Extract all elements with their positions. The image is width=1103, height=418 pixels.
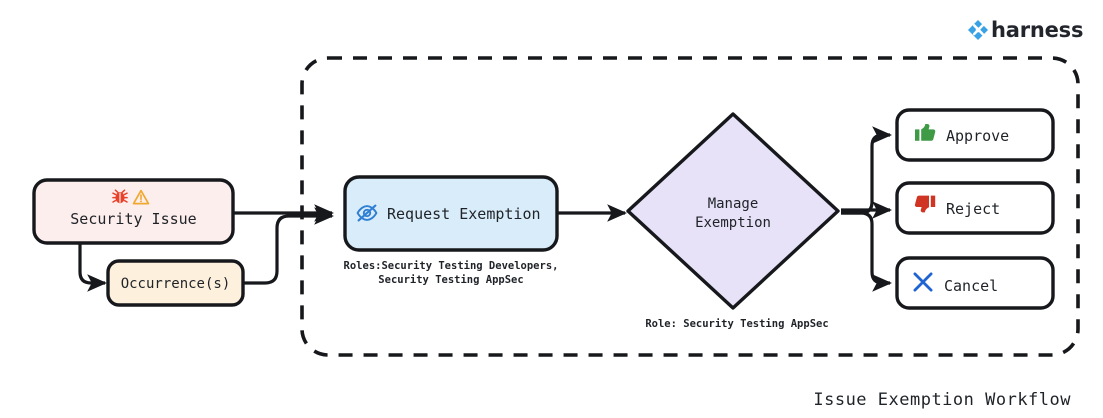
node-request-exemption[interactable]: Request Exemption Roles:Security Testing… bbox=[343, 175, 559, 286]
security-issue-label: Security Issue bbox=[70, 210, 196, 228]
request-exemption-label: Request Exemption bbox=[387, 205, 541, 223]
security-issue-box bbox=[32, 178, 235, 245]
node-approve[interactable]: Approve bbox=[895, 108, 1055, 162]
request-exemption-caption-line1: Roles:Security Testing Developers, bbox=[344, 260, 559, 272]
manage-exemption-caption: Role: Security Testing AppSec bbox=[645, 318, 828, 330]
eye-slash-icon bbox=[356, 204, 378, 222]
edge-occurrences-to-request-exemption bbox=[243, 207, 334, 285]
edge-security-issue-to-occurrences bbox=[78, 243, 107, 292]
reject-box bbox=[895, 181, 1055, 235]
approve-label: Approve bbox=[946, 127, 1009, 145]
node-cancel[interactable]: Cancel bbox=[895, 256, 1055, 310]
cancel-box bbox=[895, 256, 1055, 310]
approve-box bbox=[895, 108, 1055, 162]
warning-triangle-icon bbox=[132, 189, 150, 205]
thumbs-down-icon bbox=[914, 195, 936, 213]
edge-manage-exemption-to-approve bbox=[841, 126, 892, 215]
request-exemption-caption-line2: Security Testing AppSec bbox=[378, 274, 523, 286]
node-manage-exemption[interactable]: Manage Exemption Role: Security Testing … bbox=[626, 112, 840, 330]
manage-exemption-label-line1: Manage bbox=[708, 196, 759, 212]
occurrences-box bbox=[106, 259, 245, 307]
cancel-label: Cancel bbox=[944, 277, 998, 295]
harness-brand-name: harness bbox=[991, 18, 1083, 42]
reject-label: Reject bbox=[946, 200, 1000, 218]
diagram-title: Issue Exemption Workflow bbox=[813, 390, 1071, 410]
occurrences-label: Occurrence(s) bbox=[121, 276, 231, 292]
node-security-issue[interactable]: Security Issue bbox=[32, 178, 235, 245]
manage-exemption-diamond bbox=[626, 112, 840, 310]
thumbs-up-icon bbox=[915, 124, 936, 141]
harness-brand-logo: harness bbox=[968, 18, 1083, 42]
bug-icon bbox=[112, 189, 128, 204]
node-occurrences[interactable]: Occurrence(s) bbox=[106, 259, 245, 307]
request-exemption-box bbox=[343, 175, 559, 252]
manage-exemption-label-line2: Exemption bbox=[695, 215, 771, 231]
harness-diamond-logo-icon bbox=[968, 20, 988, 40]
exemption-workflow-boundary bbox=[300, 56, 1080, 357]
x-mark-icon bbox=[913, 272, 933, 292]
edge-manage-exemption-to-cancel bbox=[841, 211, 892, 292]
node-reject[interactable]: Reject bbox=[895, 181, 1055, 235]
